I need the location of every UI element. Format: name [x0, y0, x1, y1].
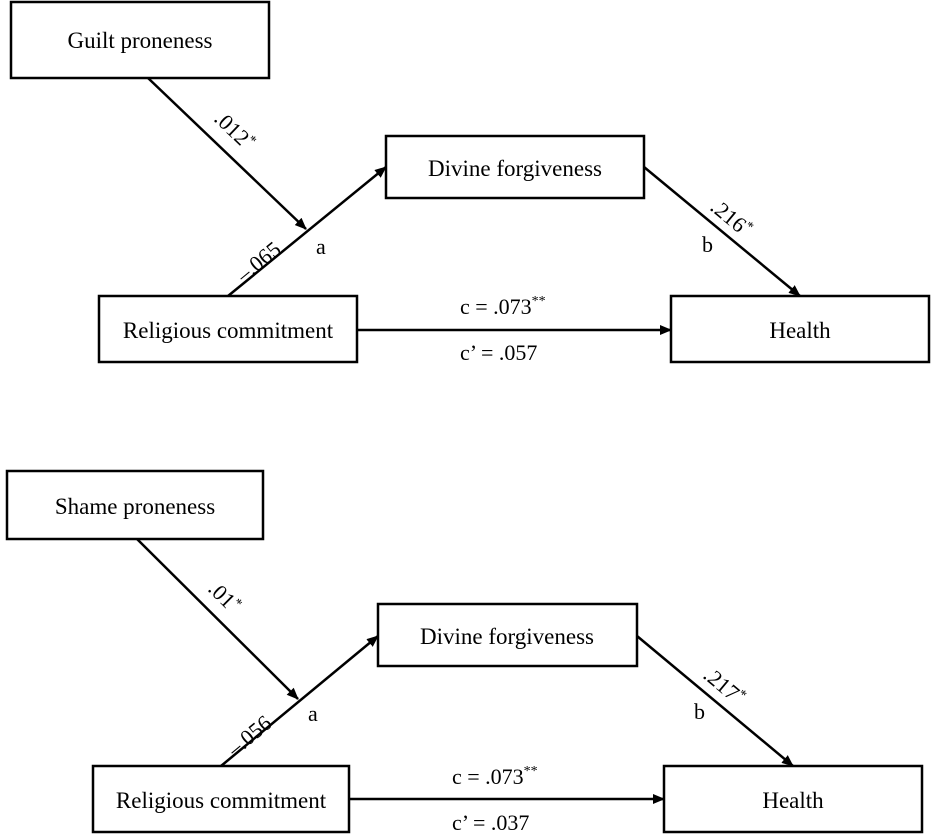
moderator-label: Shame proneness — [55, 494, 215, 519]
predictor-box: Religious commitment — [97, 294, 359, 364]
b-path-arrow — [636, 635, 794, 767]
mediator-box: Divine forgiveness — [384, 134, 646, 200]
outcome-box: Health — [662, 764, 924, 834]
predictor-label: Religious commitment — [116, 788, 327, 813]
c-coef: c = .073** — [460, 294, 546, 319]
moderation-arrow — [147, 77, 307, 230]
a-path-arrow — [227, 166, 387, 297]
moderation-coef: .012* — [210, 106, 260, 156]
outcome-label: Health — [762, 788, 824, 813]
panel-guilt: Guilt proneness Divine forgiveness Relig… — [9, 0, 931, 365]
b-label: b — [702, 232, 713, 257]
predictor-label: Religious commitment — [123, 318, 334, 343]
a-label: a — [308, 701, 318, 726]
moderator-box: Guilt proneness — [9, 0, 271, 80]
b-path-arrow — [643, 166, 801, 297]
moderation-arrow — [136, 538, 299, 700]
c-prime-coef: c’ = .037 — [452, 810, 529, 835]
predictor-box: Religious commitment — [91, 764, 351, 834]
a-path-arrow — [220, 635, 379, 767]
b-coef: .217* — [699, 662, 750, 710]
c-coef: c = .073** — [452, 764, 538, 789]
a-label: a — [316, 234, 326, 259]
panel-shame: Shame proneness Divine forgiveness Relig… — [5, 469, 924, 835]
b-label: b — [694, 699, 705, 724]
a-coef: –.056 — [221, 710, 276, 761]
mediator-box: Divine forgiveness — [376, 602, 639, 668]
c-prime-coef: c’ = .057 — [460, 340, 537, 365]
outcome-label: Health — [769, 318, 831, 343]
moderator-box: Shame proneness — [5, 469, 265, 541]
outcome-box: Health — [669, 294, 931, 364]
moderator-label: Guilt proneness — [67, 28, 212, 53]
b-coef: .216* — [706, 194, 757, 242]
a-coef: –.065 — [231, 236, 286, 287]
mediator-label: Divine forgiveness — [420, 624, 594, 649]
mediator-label: Divine forgiveness — [428, 156, 602, 181]
